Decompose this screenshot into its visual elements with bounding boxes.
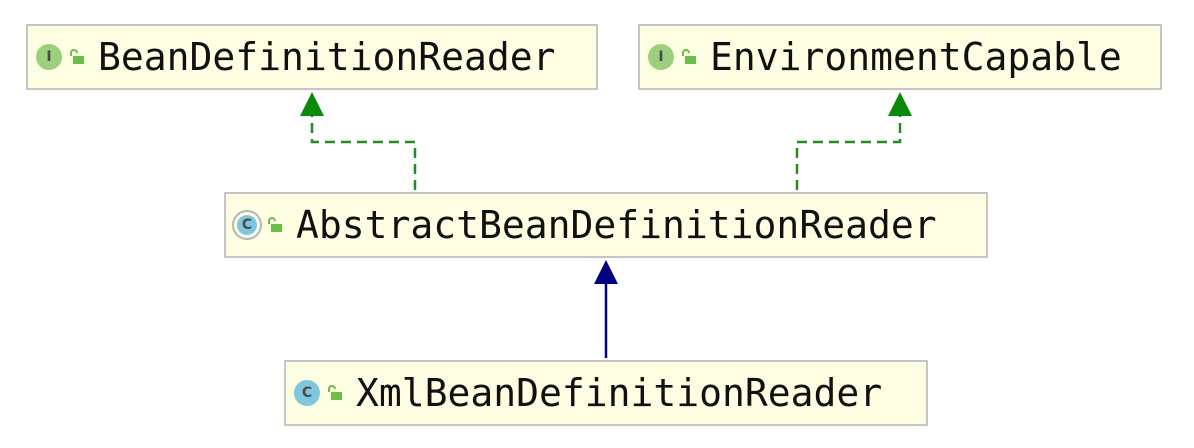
edge-line — [795, 116, 902, 190]
edge-line — [310, 116, 417, 190]
edge-arrowhead — [300, 92, 324, 116]
interface-icon: I — [648, 44, 674, 70]
node-abstract-bean-definition-reader[interactable]: C AbstractBeanDefinitionReader — [224, 192, 988, 258]
node-environment-capable[interactable]: I EnvironmentCapable — [638, 24, 1162, 90]
edge-implements-environment-capable — [795, 92, 912, 190]
node-label: BeanDefinitionReader — [98, 35, 556, 79]
public-unlock-icon — [268, 217, 282, 232]
class-icon: C — [294, 380, 320, 406]
node-label: AbstractBeanDefinitionReader — [296, 203, 937, 247]
node-bean-definition-reader[interactable]: I BeanDefinitionReader — [26, 24, 598, 90]
edge-extends-abstract-bean-definition-reader — [594, 260, 618, 358]
edge-implements-bean-definition-reader — [300, 92, 417, 190]
node-xml-bean-definition-reader[interactable]: C XmlBeanDefinitionReader — [284, 360, 928, 426]
node-label: EnvironmentCapable — [710, 35, 1122, 79]
edge-arrowhead — [888, 92, 912, 116]
abstract-class-icon: C — [234, 212, 260, 238]
public-unlock-icon — [682, 49, 696, 64]
node-label: XmlBeanDefinitionReader — [356, 371, 883, 415]
edge-arrowhead — [594, 260, 618, 284]
public-unlock-icon — [328, 385, 342, 400]
public-unlock-icon — [70, 49, 84, 64]
interface-icon: I — [36, 44, 62, 70]
